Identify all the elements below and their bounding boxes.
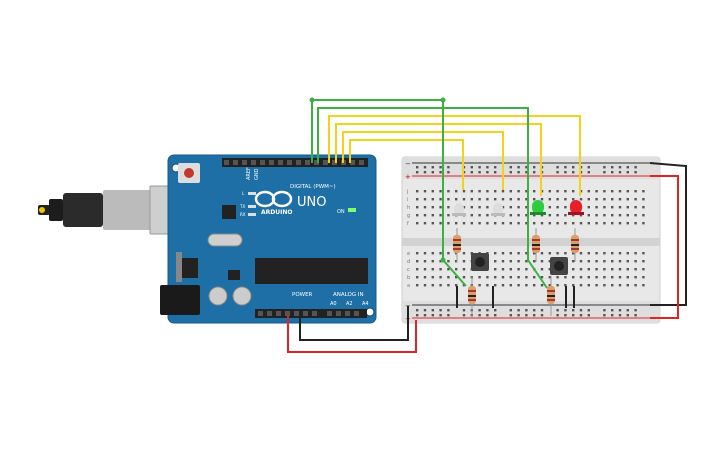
analog-pin-a4: A4 <box>362 301 369 307</box>
wire-yellow-2 <box>342 131 504 190</box>
row-letter: j <box>406 189 408 195</box>
row-letter: b <box>407 275 410 281</box>
wire-yellow-4 <box>328 115 581 196</box>
green-led[interactable] <box>530 200 546 215</box>
white-led-1[interactable] <box>452 203 466 216</box>
tx-led-label: TX <box>239 204 245 209</box>
led-group <box>452 200 584 216</box>
wire-black-rail <box>649 162 687 306</box>
resistor-3[interactable] <box>571 228 579 262</box>
l-led-label: L <box>242 191 245 196</box>
row-letter: e <box>407 251 410 257</box>
power-header-label: POWER <box>292 292 313 298</box>
on-label: ON <box>337 209 345 215</box>
resistor-4[interactable] <box>468 276 476 316</box>
red-led[interactable] <box>568 200 584 215</box>
rx-led-label: RX <box>240 212 246 217</box>
wire-yellow-3 <box>335 123 542 196</box>
row-letter: a <box>407 283 410 289</box>
row-letter: c <box>407 267 410 273</box>
model-label: UNO <box>297 195 326 210</box>
wire-black-gnd <box>299 306 409 341</box>
arduino-uno-board[interactable]: AREF GND DIGITAL (PWM~) ARDUINO UNO ON L… <box>160 154 377 324</box>
pushbutton-1[interactable] <box>471 253 489 271</box>
brand-label: ARDUINO <box>261 209 292 216</box>
dc-power-jack[interactable] <box>160 285 200 315</box>
ground-jumpers[interactable] <box>456 286 575 308</box>
resistor-group <box>453 228 579 316</box>
resistor-5[interactable] <box>547 276 555 316</box>
wires[interactable] <box>287 99 687 353</box>
row-letter: h <box>407 205 410 211</box>
arduino-logo-icon <box>254 190 293 208</box>
aref-label: AREF <box>246 167 252 180</box>
wire-red-5v <box>287 316 417 353</box>
row-letter: d <box>407 259 410 265</box>
resistor-2[interactable] <box>532 228 540 262</box>
rail-minus-top: − <box>405 160 411 168</box>
gnd-label: GND <box>254 168 260 180</box>
wire-green-2 <box>317 107 548 289</box>
rail-plus-top: + <box>405 173 411 181</box>
resistor-1[interactable] <box>453 228 461 262</box>
pushbutton-2[interactable] <box>550 257 568 275</box>
analog-header-label: ANALOG IN <box>333 292 364 298</box>
row-letter: i <box>407 197 408 203</box>
digital-header-label: DIGITAL (PWM~) <box>290 184 336 190</box>
analog-pin-a0: A0 <box>330 301 337 307</box>
white-led-2[interactable] <box>491 203 505 216</box>
wire-yellow-1 <box>349 139 464 190</box>
atmega-chip <box>255 258 368 284</box>
analog-pin-a2: A2 <box>346 301 353 307</box>
wire-red-rail <box>650 175 679 319</box>
row-letter: g <box>407 213 410 219</box>
row-letter: f <box>407 221 409 227</box>
usb-cable[interactable] <box>38 185 183 235</box>
